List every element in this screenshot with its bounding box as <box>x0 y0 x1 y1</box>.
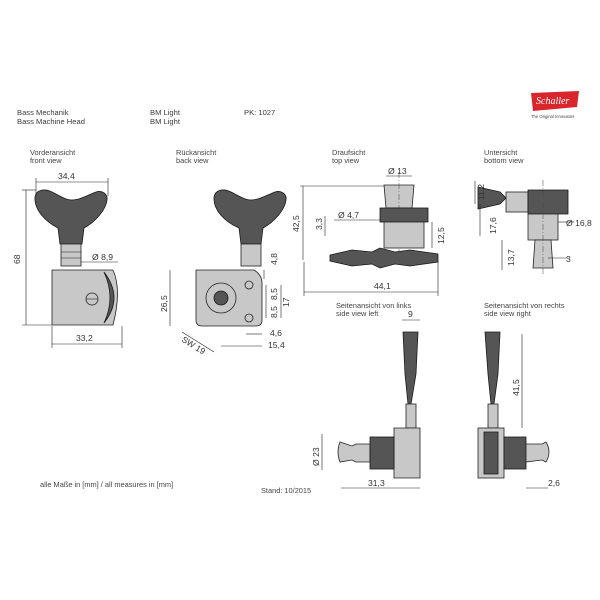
front-view: 34,4 68 Ø 8,9 33,2 <box>12 171 123 348</box>
back-screw-top <box>244 280 254 290</box>
bottom-dim-3: 3 <box>566 254 571 264</box>
top-dim-125: 12,5 <box>436 227 446 244</box>
side-right-bushing <box>503 436 527 470</box>
back-dim-17: 17 <box>281 297 291 307</box>
logo-brand: Schaller <box>536 96 569 107</box>
side-left-title-de: Seitenansicht von links <box>336 301 412 310</box>
back-dim-46: 4,6 <box>270 328 282 338</box>
bottom-housing <box>505 191 529 213</box>
side-left-bushing <box>369 436 395 470</box>
model-de: BM Light <box>150 108 180 117</box>
top-dim-33: 3,3 <box>314 218 324 230</box>
top-view-title-de: Draufsicht <box>332 148 366 157</box>
side-left-post <box>337 441 371 463</box>
back-view-title-de: Rückansicht <box>176 148 217 157</box>
bottom-view-title-de: Untersicht <box>484 148 518 157</box>
bottom-dim-176: 17,6 <box>488 217 498 234</box>
side-left-title-en: side view left <box>336 309 379 318</box>
front-dim-post: Ø 8,9 <box>92 252 113 262</box>
status-date: Stand: 10/2015 <box>261 486 312 495</box>
back-bushing-inner <box>213 290 229 306</box>
side-right-dim-415: 41,5 <box>511 379 521 396</box>
back-screw-bottom <box>244 313 254 323</box>
front-dim-width-top: 34,4 <box>58 171 75 181</box>
side-view-left: 9 Ø 23 31,3 <box>311 309 421 489</box>
side-view-right: 41,5 2,6 <box>477 331 560 489</box>
back-dim-85b: 8,5 <box>269 306 279 318</box>
top-dim-425: 42,5 <box>291 215 301 232</box>
front-dim-width-bottom: 33,2 <box>76 333 93 343</box>
side-left-dim-9: 9 <box>408 309 413 319</box>
top-view-title-en: top view <box>332 156 360 165</box>
logo-mark <box>531 91 579 111</box>
back-dim-265: 26,5 <box>159 295 169 312</box>
front-key <box>34 189 108 245</box>
side-right-shaft-neck <box>487 403 499 429</box>
bottom-view-title-en: bottom view <box>484 156 524 165</box>
side-right-title-en: side view right <box>484 309 531 318</box>
front-dim-height: 68 <box>12 254 22 264</box>
back-dim-85a: 8,5 <box>269 288 279 300</box>
bottom-dim-137: 13,7 <box>506 249 516 266</box>
model-en: BM Light <box>150 117 180 126</box>
side-left-shaft-neck <box>405 403 417 429</box>
side-right-worm <box>483 431 499 475</box>
front-view-title-en: front view <box>30 156 62 165</box>
top-view: Ø 13 42,5 3,3 Ø 4,7 12,5 44,1 <box>291 166 446 296</box>
back-dim-154: 15,4 <box>268 340 285 350</box>
top-dim-dia47: Ø 4,7 <box>338 210 359 220</box>
bottom-dim-dia168: Ø 16,8 <box>566 218 592 228</box>
front-view-title-de: Vorderansicht <box>30 148 76 157</box>
units-note: alle Maße in [mm] / all measures in [mm] <box>40 480 174 489</box>
top-dim-dia13: Ø 13 <box>388 166 407 176</box>
top-dim-441: 44,1 <box>374 281 391 291</box>
side-right-post <box>525 441 550 463</box>
front-housing <box>51 269 118 326</box>
bottom-gear <box>527 189 569 215</box>
side-left-housing <box>393 427 421 479</box>
back-view-title-en: back view <box>176 156 209 165</box>
schaller-logo: Schaller The Original Innovators <box>527 89 583 121</box>
title-de: Bass Mechanik <box>17 108 69 117</box>
title-en: Bass Machine Head <box>17 117 85 126</box>
side-right-dim-26: 2,6 <box>548 478 560 488</box>
back-dim-48: 4,8 <box>269 253 279 265</box>
logo-tagline: The Original Innovators <box>531 114 575 119</box>
back-view: 26,5 4,8 8,5 8,5 17 4,6 15,4 SW 19 <box>159 189 291 356</box>
side-left-dim-dia23: Ø 23 <box>311 447 321 466</box>
pk-number: PK: 1027 <box>244 108 276 117</box>
top-housing <box>379 207 429 223</box>
top-string-shaft <box>329 247 439 269</box>
bottom-dim-112: 11,2 <box>476 184 486 200</box>
back-dim-sw: SW 19 <box>180 334 207 356</box>
side-right-title-de: Seitenansicht von rechts <box>484 301 565 310</box>
side-right-shaft <box>484 331 501 405</box>
front-gear <box>103 271 115 324</box>
bottom-view: 11,2 17,6 Ø 16,8 13,7 3 <box>474 180 592 274</box>
top-bushing <box>383 221 425 249</box>
bottom-key <box>477 186 507 210</box>
back-shaft <box>240 243 262 267</box>
side-left-shaft <box>402 331 419 405</box>
back-key <box>213 189 287 245</box>
side-left-dim-313: 31,3 <box>368 478 385 488</box>
front-shaft <box>60 243 82 267</box>
